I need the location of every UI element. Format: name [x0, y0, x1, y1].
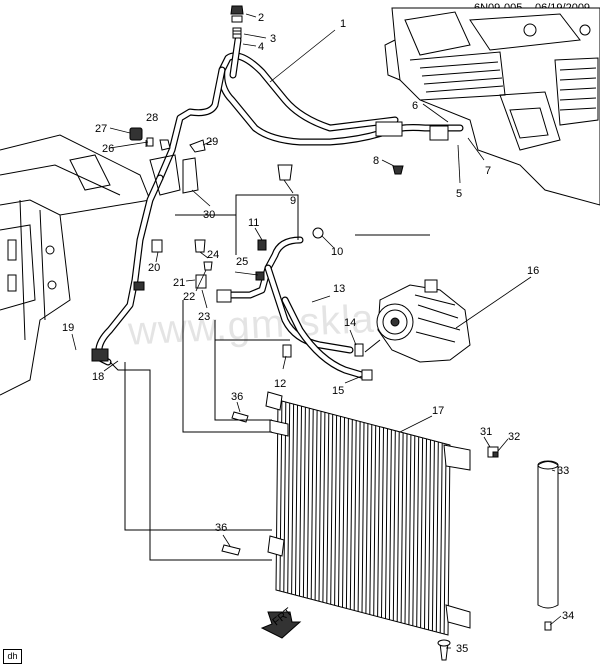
callout-31: 31	[480, 426, 492, 438]
callout-32: 32	[508, 431, 520, 443]
callout-26: 26	[102, 143, 114, 155]
callout-7: 7	[485, 165, 491, 177]
service-valve-cap-parts	[230, 5, 244, 39]
callout-12: 12	[274, 378, 286, 390]
callout-36-lower: 36	[215, 522, 227, 534]
ac-condenser	[265, 391, 471, 636]
clips-and-brackets	[129, 127, 404, 196]
callout-35: 35	[456, 643, 468, 655]
callout-25: 25	[236, 256, 248, 268]
callout-17: 17	[432, 405, 444, 417]
callout-14: 14	[344, 317, 356, 329]
front-arrow-icon: FRT	[260, 606, 302, 639]
vehicle-body-structure	[0, 134, 151, 396]
callout-18: 18	[92, 371, 104, 383]
callout-28: 28	[146, 112, 158, 124]
ac-compressor	[364, 279, 471, 363]
assembly-reference-lines	[109, 194, 430, 561]
callout-labels: 1 2 3 4 5 6 7 8 9 10 11 12 13 14 15 16 1…	[62, 12, 574, 655]
callout-6: 6	[412, 100, 418, 112]
callout-13: 13	[333, 283, 345, 295]
callout-5: 5	[456, 188, 462, 200]
callout-16: 16	[527, 265, 539, 277]
callout-24: 24	[207, 249, 219, 261]
receiver-dehydrator	[487, 446, 559, 631]
callout-3: 3	[270, 33, 276, 45]
callout-23: 23	[198, 311, 210, 323]
compressor-hose-assembly	[151, 227, 373, 381]
callout-36-upper: 36	[231, 391, 243, 403]
callout-34: 34	[562, 610, 574, 622]
callout-21: 21	[173, 277, 185, 289]
callout-29: 29	[206, 136, 218, 148]
callout-30: 30	[203, 209, 215, 221]
callout-4: 4	[258, 41, 264, 53]
ac-hose-line-assembly	[91, 36, 464, 366]
callout-15: 15	[332, 385, 344, 397]
callout-8: 8	[373, 155, 379, 167]
corner-code: dh	[3, 649, 22, 664]
leader-lines	[71, 13, 562, 649]
callout-27: 27	[95, 123, 107, 135]
hvac-module	[384, 7, 600, 206]
callout-9: 9	[290, 195, 296, 207]
callout-10: 10	[331, 246, 343, 258]
callout-19: 19	[62, 322, 74, 334]
callout-2: 2	[258, 12, 264, 24]
callout-1: 1	[340, 18, 346, 30]
callout-20: 20	[148, 262, 160, 274]
callout-33: 33	[557, 465, 569, 477]
callout-22: 22	[183, 291, 195, 303]
callout-11: 11	[248, 217, 259, 229]
